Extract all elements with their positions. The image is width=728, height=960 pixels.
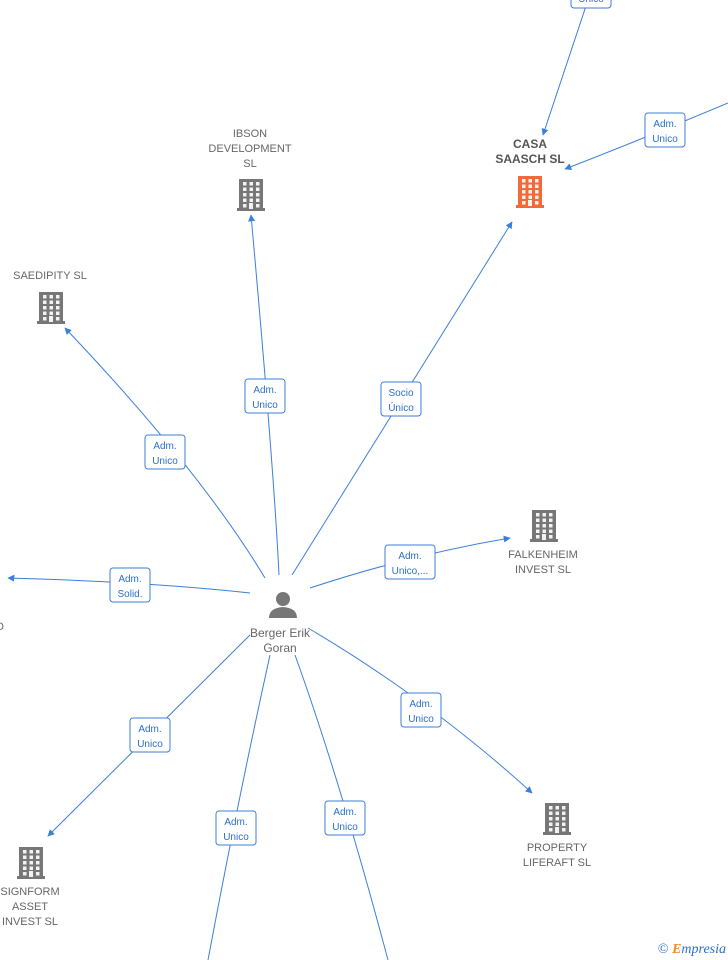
edge-right_casa-line: [564, 102, 728, 170]
edge-label-bottom2[interactable]: Adm. Unico: [324, 800, 366, 836]
building-icon[interactable]: [543, 803, 571, 835]
building-icon[interactable]: [237, 179, 265, 211]
company-node-property[interactable]: PROPERTY LIFERAFT SL: [523, 803, 591, 869]
company-label-casa: SAASCH SL: [495, 152, 564, 166]
company-node-left_partial[interactable]: AD: [0, 621, 4, 633]
edge-label-text: Adm.: [333, 807, 356, 818]
copyright-symbol: ©: [657, 942, 669, 957]
edge-label-top_casa[interactable]: Unico: [570, 0, 612, 9]
edge-label-text: Adm.: [118, 574, 141, 585]
edge-bottom2-line: [294, 654, 389, 960]
edge-label-text: Socio: [388, 388, 413, 399]
edge-top_casa-line: [541, 0, 589, 136]
edge-label-text: Adm.: [153, 441, 176, 452]
edge-label-property[interactable]: Adm. Unico: [400, 692, 442, 728]
company-node-signform[interactable]: SIGNFORM ASSET INVEST SL: [0, 847, 60, 928]
edge-label-text: Adm.: [398, 551, 421, 562]
edge-label-text: Unico: [152, 456, 178, 467]
edge-label-text: Unico: [652, 134, 678, 145]
person-icon: [269, 592, 297, 618]
edge-label-text: Adm.: [138, 724, 161, 735]
edge-label-saedipity[interactable]: Adm. Unico: [144, 434, 186, 470]
company-label-signform: INVEST SL: [2, 916, 58, 928]
edge-label-text: Solid.: [117, 589, 142, 600]
company-label-falkenheim: FALKENHEIM: [508, 549, 578, 561]
edge-label-text: Unico: [332, 822, 358, 833]
company-label-ibson: IBSON: [233, 128, 267, 140]
company-label-saedipity: SAEDIPITY SL: [13, 270, 87, 282]
edge-ibson-line: [248, 214, 280, 576]
edge-label-text: Adm.: [224, 817, 247, 828]
empresia-watermark: © Empresia: [658, 942, 726, 958]
edge-label-left[interactable]: Adm. Solid.: [109, 567, 151, 603]
edge-label-text: Unico,...: [392, 566, 429, 577]
edge-label-text: Adm.: [653, 119, 676, 130]
building-icon[interactable]: [530, 510, 558, 542]
person-label: Berger Erik: [250, 626, 311, 640]
person-label: Goran: [263, 641, 296, 655]
company-label-property: PROPERTY: [527, 842, 588, 854]
company-node-ibson[interactable]: IBSON DEVELOPMENT SL: [208, 128, 292, 211]
edge-label-bottom1[interactable]: Adm. Unico: [215, 810, 257, 846]
company-label-falkenheim: INVEST SL: [515, 564, 571, 576]
company-node-falkenheim[interactable]: FALKENHEIM INVEST SL: [508, 510, 578, 576]
edge-label-signform[interactable]: Adm. Unico: [129, 717, 171, 753]
edge-label-ibson[interactable]: Adm. Unico: [244, 378, 286, 414]
building-icon[interactable]: [17, 847, 45, 879]
edge-label-text: Adm.: [253, 385, 276, 396]
edge-label-text: Adm.: [409, 699, 432, 710]
edge-boxes-layer: Adm.UnicoSocioÚnicoAdm.UnicoAdm.Unico,..…: [109, 0, 686, 846]
watermark-logo-text: mpresia: [681, 942, 726, 957]
edge-label-text: Único: [388, 401, 414, 414]
edge-label-text: Unico: [223, 832, 249, 843]
edges-layer: [7, 0, 728, 960]
company-label-signform: SIGNFORM: [0, 886, 59, 898]
company-label-left_partial: AD: [0, 621, 4, 633]
edge-label-text: Unico: [137, 739, 163, 750]
company-node-saedipity[interactable]: SAEDIPITY SL: [13, 270, 87, 324]
edge-label-falkenheim[interactable]: Adm. Unico,...: [384, 544, 436, 580]
edge-bottom1-line: [207, 654, 271, 960]
company-label-property: LIFERAFT SL: [523, 857, 591, 869]
company-label-ibson: SL: [243, 158, 256, 170]
company-label-casa: CASA: [513, 137, 547, 151]
company-label-ibson: DEVELOPMENT: [208, 143, 291, 155]
edge-label-text: Unico: [408, 714, 434, 725]
edge-label-text: Unico: [578, 0, 604, 5]
building-icon[interactable]: [37, 292, 65, 324]
edge-label-text: Unico: [252, 400, 278, 411]
edge-label-right_casa[interactable]: Adm. Unico: [644, 112, 686, 148]
company-label-signform: ASSET: [12, 901, 48, 913]
building-icon[interactable]: [516, 176, 544, 208]
watermark-logo-e: E: [672, 942, 682, 957]
